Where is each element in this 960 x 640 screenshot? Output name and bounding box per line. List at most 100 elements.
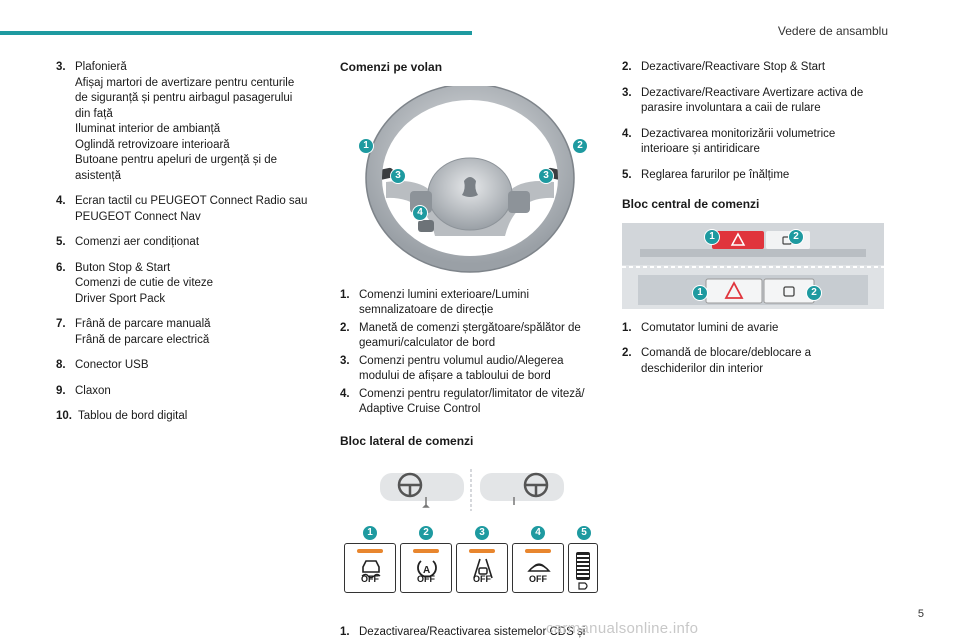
- item-line: Comenzi pentru volumul audio/Alegerea: [359, 354, 564, 367]
- item-number: 2.: [622, 61, 632, 73]
- item-line: Comenzi de cutie de viteze: [75, 277, 214, 289]
- item-line: Oglindă retrovizoare interioară: [75, 138, 230, 151]
- headlamp-height-thumbwheel[interactable]: [568, 543, 598, 593]
- lateral-controls-pictogram: [380, 469, 564, 511]
- off-label: OFF: [361, 573, 379, 584]
- indicator-led: [525, 549, 551, 553]
- cds-asr-off-button[interactable]: OFF: [344, 543, 396, 593]
- item-number: 9.: [56, 384, 66, 397]
- item-line: geamuri/calculator de bord: [359, 337, 496, 349]
- callout-1: 1: [358, 137, 374, 154]
- item-number: 4.: [340, 387, 350, 400]
- stop-start-off-button[interactable]: A OFF: [400, 543, 452, 593]
- item-line: Dezactivare/Reactivare Stop & Start: [641, 61, 826, 73]
- interior-alarm-icon: [527, 563, 551, 572]
- volumetric-alarm-off-button[interactable]: OFF: [512, 543, 564, 593]
- item-text: Comenzi aer condiționat: [75, 235, 199, 251]
- callout-2: 2: [806, 284, 822, 301]
- column-middle: Comenzi pe volan 1 2 3: [340, 60, 602, 640]
- svg-text:A: A: [423, 565, 430, 576]
- off-label: OFF: [417, 573, 435, 584]
- item-text: Manetă de comenzi ștergătoare/spălător d…: [359, 321, 581, 352]
- page-number: 5: [917, 608, 924, 620]
- header-accent-bar: [0, 31, 472, 35]
- item-line: Tablou de bord digital: [78, 410, 188, 422]
- section-title: Vedere de ansamblu: [777, 24, 888, 38]
- list-item: 10.Tablou de bord digital: [56, 409, 326, 425]
- item-line: Frână de parcare electrică: [75, 333, 210, 346]
- item-number: 3.: [56, 61, 66, 73]
- item-line: Driver Sport Pack: [75, 292, 166, 305]
- item-line: Plafonieră: [75, 61, 127, 73]
- item-text: Conector USB: [75, 358, 149, 374]
- item-line: Dezactivarea/Reactivarea sistemelor CDS …: [359, 626, 586, 638]
- watermark: carmanualsonline.info: [546, 620, 699, 637]
- center-controls-illustration: [622, 222, 884, 309]
- item-number: 5.: [56, 236, 66, 248]
- lateral-controls-figure: OFF A OFF OFF OFF: [340, 469, 602, 609]
- callout-4: 4: [412, 204, 428, 221]
- list-item: 1.Comutator lumini de avarie: [622, 321, 888, 337]
- item-line: asistență: [75, 169, 122, 182]
- item-line: Adaptive Cruise Control: [359, 403, 481, 415]
- steering-wheel-heading: Comenzi pe volan: [340, 60, 443, 74]
- item-line: Afișaj martori de avertizare pentru cent…: [75, 76, 295, 89]
- list-item: 5. Reglarea farurilor pe înălțime: [622, 168, 888, 184]
- item-line: deschiderilor din interior: [641, 362, 764, 375]
- lateral-controls-legend-continued: 2. Dezactivare/Reactivare Stop & Start 3. D…: [622, 60, 888, 183]
- item-text: Ecran tactil cu PEUGEOT Connect Radio sa…: [75, 194, 307, 225]
- item-text: Dezactivare/Reactivare Avertizare activa…: [641, 86, 863, 117]
- center-controls-legend: 1.Comutator lumini de avarie 2. Comandă de…: [622, 321, 888, 378]
- item-line: Comandă de blocare/deblocare a: [641, 347, 812, 359]
- item-number: 6.: [56, 261, 66, 274]
- item-number: 1.: [340, 626, 350, 638]
- item-number: 5.: [622, 168, 632, 181]
- lateral-controls-legend: 1. Dezactivarea/Reactivarea sistemelor CD…: [340, 625, 602, 640]
- item-line: Reglarea farurilor pe înălțime: [641, 168, 790, 181]
- stop-start-icon: A: [417, 560, 437, 578]
- list-item: 4.Dezactivarea monitorizării volumetrice…: [622, 127, 888, 158]
- item-text: Comenzi lumini exterioare/Lumini semnaliz…: [359, 288, 529, 319]
- item-line: Comenzi lumini exterioare/Lumini: [359, 288, 530, 301]
- column-right: 2. Dezactivare/Reactivare Stop & Start 3. D…: [622, 60, 888, 387]
- item-line: interioare și antiridicare: [641, 143, 760, 155]
- item-text: Tablou de bord digital: [78, 409, 187, 425]
- callout-1: 1: [362, 525, 378, 541]
- item-number: 1.: [340, 288, 350, 301]
- steering-wheel-legend: 1. Comenzi lumini exterioare/Lumini semnal…: [340, 288, 602, 418]
- center-controls-figure: 1 2 1 2: [622, 222, 884, 309]
- callout-3-right: 3: [538, 167, 554, 184]
- item-text: Dezactivarea/Reactivarea sistemelor CDS …: [359, 625, 585, 640]
- list-item: 4. Ecran tactil cu PEUGEOT Connect Radio …: [56, 194, 326, 225]
- item-text: Comenzi pentru volumul audio/Alegerea mod…: [359, 354, 564, 385]
- item-line: Dezactivare/Reactivare Avertizare activa…: [641, 86, 864, 99]
- list-item: 8.Conector USB: [56, 358, 326, 374]
- lane-departure-icon: [473, 558, 493, 579]
- list-item: 2.Manetă de comenzi ștergătoare/spălător…: [340, 321, 602, 352]
- callout-5: 5: [576, 525, 592, 541]
- list-item: 5. Comenzi aer condiționat: [56, 235, 326, 251]
- item-number: 7.: [56, 318, 66, 330]
- item-number: 3.: [622, 86, 632, 99]
- item-text: Comandă de blocare/deblocare a deschideri…: [641, 346, 811, 377]
- item-line: modului de afișare a tabloului de bord: [359, 370, 551, 382]
- item-line: Comenzi aer condiționat: [75, 236, 200, 248]
- item-line: parasire involuntara a caii de rulare: [641, 102, 821, 114]
- off-label: OFF: [529, 573, 547, 584]
- lane-departure-off-button[interactable]: OFF: [456, 543, 508, 593]
- item-text: Reglarea farurilor pe înălțime: [641, 168, 789, 184]
- item-number: 2.: [622, 347, 632, 359]
- item-line: Iluminat interior de ambianță: [75, 123, 221, 135]
- item-line: semnalizatoare de direcție: [359, 304, 494, 316]
- item-number: 1.: [622, 321, 632, 334]
- callout-2: 2: [788, 228, 804, 245]
- list-item: 1. Comenzi lumini exterioare/Lumini semnal…: [340, 288, 602, 319]
- item-number: 4.: [56, 195, 66, 207]
